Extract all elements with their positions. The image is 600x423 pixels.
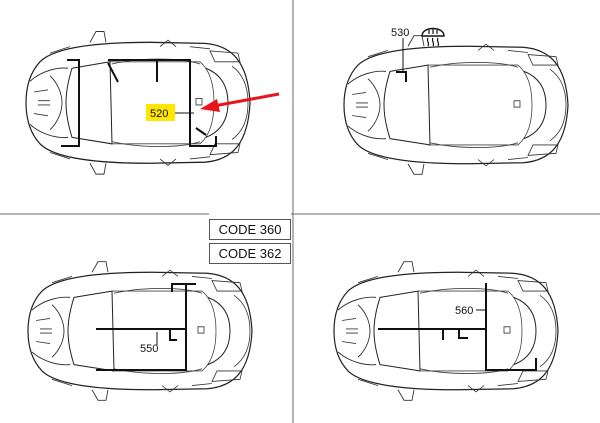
- code-362-label: CODE 362: [218, 246, 282, 261]
- label-520: 520: [150, 108, 168, 120]
- code-362-box: CODE 362: [209, 243, 291, 264]
- pointer-arrow: [200, 92, 280, 112]
- car-bottom-left: [27, 261, 253, 401]
- label-560: 560: [455, 305, 473, 317]
- harness-560: [378, 283, 537, 371]
- label-550: 550: [140, 343, 158, 355]
- harness-520: [61, 59, 217, 147]
- code-360-label: CODE 360: [218, 222, 282, 237]
- rear-defroster-icon: [421, 27, 445, 47]
- car-bottom-right: [333, 261, 559, 401]
- harness-530: [396, 71, 407, 82]
- car-top-right: [343, 35, 569, 175]
- label-520-highlight: [146, 104, 175, 121]
- label-530: 530: [391, 27, 409, 39]
- harness-550: [96, 283, 196, 371]
- code-360-box: CODE 360: [209, 219, 291, 240]
